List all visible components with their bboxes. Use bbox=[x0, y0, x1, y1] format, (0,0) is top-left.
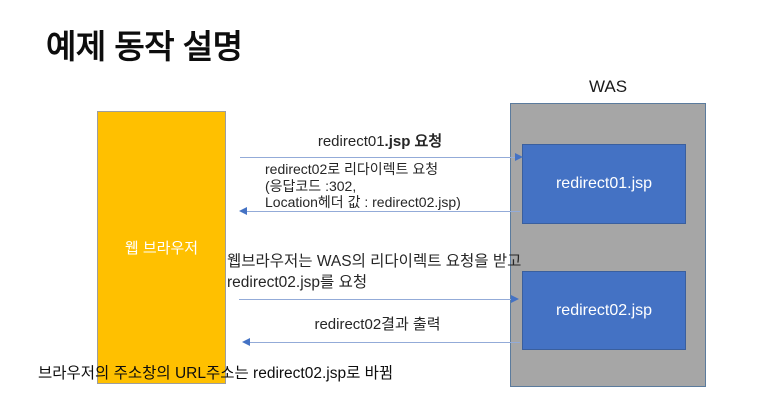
flow-label-line: Location헤더 값 : redirect02.jsp) bbox=[265, 194, 461, 210]
arrow-line bbox=[242, 211, 520, 212]
footnote-text: 브라우저의 주소창의 URL주소는 redirect02.jsp로 바뀜 bbox=[38, 365, 394, 382]
flow-label-request-redirect01: redirect01.jsp 요청 bbox=[238, 130, 522, 151]
flow-label-line: redirect02로 리다이렉트 요청 bbox=[265, 161, 439, 177]
flow-label-line: (응답코드 :302, bbox=[265, 177, 357, 194]
servlet-box-redirect02-label: redirect02.jsp bbox=[555, 301, 653, 319]
browser-box-label: 웹 브라우저 bbox=[124, 240, 199, 257]
servlet-box-redirect02: redirect02.jsp bbox=[522, 271, 686, 350]
arrow-result-output bbox=[242, 338, 522, 347]
arrow-line bbox=[239, 299, 516, 300]
flow-label-bold: .jsp 요청 bbox=[384, 133, 443, 150]
servlet-box-redirect01-label: redirect01.jsp bbox=[555, 175, 653, 192]
arrow-line bbox=[245, 342, 520, 343]
arrowhead-left-icon bbox=[239, 207, 247, 215]
flow-label-request-redirect02: 웹브라우저는 WAS의 리다이렉트 요청을 받고 redirect02.jsp를… bbox=[227, 251, 521, 293]
arrowhead-right-icon bbox=[511, 295, 519, 303]
arrow-request-redirect02 bbox=[237, 295, 519, 304]
flow-label-line: redirect02.jsp를 요청 bbox=[227, 274, 368, 291]
was-box: redirect01.jsp redirect02.jsp bbox=[510, 103, 706, 387]
arrow-request-redirect01 bbox=[238, 153, 523, 162]
flow-label-result-output: redirect02결과 출력 bbox=[314, 316, 441, 333]
arrow-line bbox=[240, 157, 520, 158]
flow-label-redirect-response: redirect02로 리다이렉트 요청 (응답코드 :302, Locatio… bbox=[265, 161, 461, 211]
page-title: 예제 동작 설명 bbox=[46, 28, 243, 65]
arrow-redirect-response bbox=[239, 207, 522, 216]
servlet-box-redirect01: redirect01.jsp bbox=[522, 144, 686, 224]
browser-box: 웹 브라우저 bbox=[97, 111, 226, 384]
arrowhead-left-icon bbox=[242, 338, 250, 346]
flow-label-line: 웹브라우저는 WAS의 리다이렉트 요청을 받고 bbox=[227, 253, 522, 270]
arrowhead-right-icon bbox=[515, 153, 523, 161]
was-label: WAS bbox=[588, 77, 628, 96]
flow-label-normal: redirect01 bbox=[317, 133, 385, 150]
